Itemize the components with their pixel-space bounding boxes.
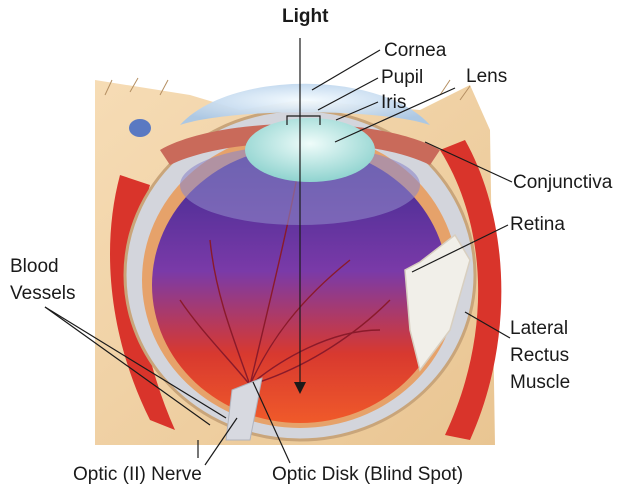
light-label: Light	[282, 6, 328, 28]
lateral-rectus-label-line2: Rectus	[510, 345, 569, 367]
blood-vessels-label-line2: Vessels	[10, 283, 75, 305]
lateral-rectus-label-line1: Lateral	[510, 318, 568, 340]
optic-nerve-label: Optic (II) Nerve	[73, 464, 202, 486]
conjunctiva-label: Conjunctiva	[513, 172, 612, 194]
lens-label: Lens	[466, 66, 507, 88]
iris-label: Iris	[381, 92, 406, 114]
pupil-label: Pupil	[381, 67, 423, 89]
optic-disk-label: Optic Disk (Blind Spot)	[272, 464, 463, 486]
eyelid-gland	[129, 119, 151, 137]
lateral-rectus-label-line3: Muscle	[510, 372, 570, 394]
lens-shape	[245, 118, 375, 182]
blood-vessels-label-line1: Blood	[10, 256, 59, 278]
retina-label: Retina	[510, 214, 565, 236]
cornea-label: Cornea	[384, 40, 446, 62]
